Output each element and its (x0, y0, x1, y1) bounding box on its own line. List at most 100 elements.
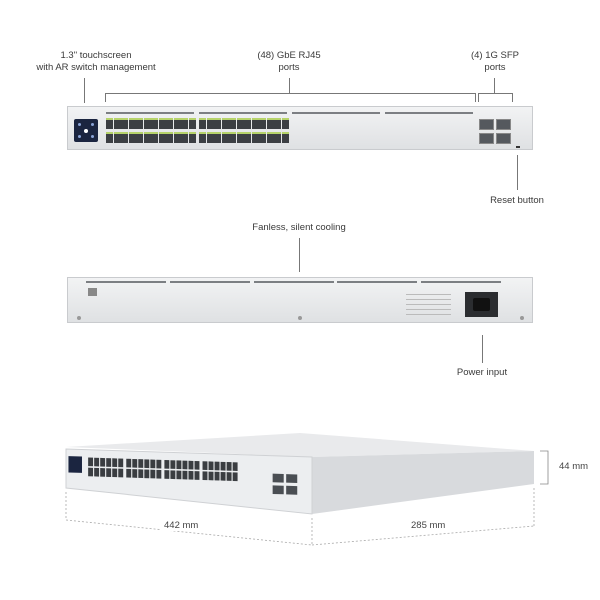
rj45-port (118, 458, 124, 468)
touchscreen-callout-line (84, 78, 85, 103)
port-group-bar (106, 112, 194, 114)
rj45-port (126, 468, 132, 478)
product-label (406, 294, 451, 318)
rj45-port (94, 467, 100, 477)
rj45-port (170, 460, 176, 469)
rj45-port (182, 460, 188, 470)
rj45-port (199, 118, 206, 129)
rj45-port (164, 470, 170, 479)
sfp-bracket (478, 93, 513, 102)
rear-panel (67, 277, 533, 323)
dimension-lines (65, 488, 535, 546)
rj45-port (132, 458, 138, 468)
rj45-port (188, 132, 196, 143)
rj45-port (156, 459, 162, 469)
sfp-callout-line (494, 78, 495, 93)
cooling-label: Fanless, silent cooling (252, 222, 346, 233)
rj45-port (173, 118, 181, 129)
sfp-port (496, 133, 511, 144)
rj45-port (236, 118, 244, 129)
port-group-bar (385, 112, 473, 114)
rj45-port (194, 460, 200, 470)
rj45-port (182, 470, 188, 480)
rj45-port (208, 461, 214, 471)
rj45-port (176, 460, 182, 470)
rj45-port (88, 457, 94, 467)
rj45-port (132, 469, 138, 478)
rj45-port (266, 118, 274, 129)
rj45-port (232, 462, 238, 471)
rj45-port (138, 469, 144, 479)
power-label: Power input (456, 367, 508, 378)
qr-code (88, 288, 97, 296)
rj45-port (170, 470, 176, 480)
rj45-port (100, 457, 106, 467)
rj45-port (214, 118, 221, 129)
rj45-port (194, 471, 200, 480)
reset-callout-line (517, 155, 518, 190)
screw-icon (520, 316, 524, 320)
rj45-port (136, 118, 143, 129)
rj45-port (181, 118, 188, 129)
rj45-port (112, 468, 118, 478)
rj45-port (236, 132, 244, 143)
rj45-port (151, 132, 158, 143)
rj45-port (88, 467, 94, 477)
rj45-port (188, 470, 194, 480)
height-bracket (540, 450, 549, 485)
side-face (312, 451, 534, 514)
rj45-port (158, 132, 166, 143)
touchscreen[interactable] (74, 119, 98, 142)
rj45-port (206, 132, 214, 143)
rj45-port (214, 471, 220, 481)
rj45-port (150, 459, 156, 469)
width-dimension: 442 mm (161, 520, 202, 531)
rj45-port (94, 457, 100, 467)
rj45-port (208, 471, 214, 481)
rj45-port (251, 118, 259, 129)
rj45-port (166, 118, 173, 129)
rj45-port (106, 118, 113, 129)
rj45-port (220, 461, 226, 471)
rj45-port (144, 469, 150, 479)
rj45-port (106, 458, 112, 467)
rj45-port (128, 118, 136, 129)
rj45-port (220, 471, 226, 481)
height-dimension: 44 mm (559, 461, 589, 472)
rj45-port (202, 471, 208, 481)
rj45-port (136, 132, 143, 143)
rj45-port (112, 458, 118, 468)
rj45-port (206, 118, 214, 129)
sfp-port (286, 485, 298, 495)
rj45-port (244, 132, 251, 143)
screw-icon (77, 316, 81, 320)
sfp-port (479, 133, 494, 144)
sfp-port (286, 474, 298, 484)
rj45-port (181, 132, 188, 143)
reset-button[interactable] (516, 146, 520, 148)
reset-label: Reset button (490, 195, 544, 206)
port-group-bar (199, 112, 287, 114)
rj45-port (199, 132, 206, 143)
rj45-bracket (105, 93, 476, 102)
rj45-port (251, 132, 259, 143)
depth-dimension: 285 mm (408, 520, 449, 531)
cooling-callout-line (299, 238, 300, 272)
rj45-port (150, 469, 156, 479)
rj45-port (266, 132, 274, 143)
touchscreen (68, 456, 82, 473)
rj45-port (232, 472, 238, 482)
rj45-port (226, 462, 232, 471)
rj45-port (274, 118, 281, 129)
rj45-port (221, 118, 229, 129)
rj45-port (202, 461, 208, 470)
rj45-port (106, 468, 112, 477)
rj45-port (143, 132, 151, 143)
top-face (66, 433, 534, 457)
rj45-port (164, 460, 170, 469)
power-socket (465, 292, 498, 317)
rj45-port (173, 132, 181, 143)
rj45-port (188, 118, 196, 129)
